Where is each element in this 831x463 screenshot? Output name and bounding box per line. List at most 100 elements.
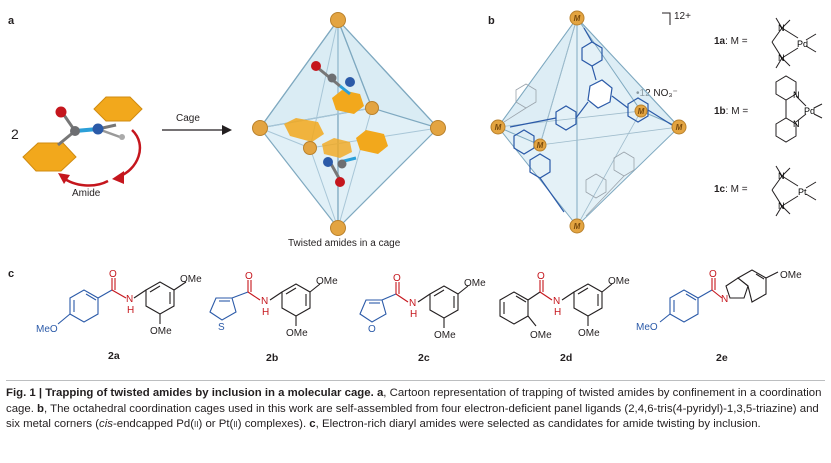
2c-label-ome-ortho: OMe [434,330,456,341]
panel-c-letter: c [8,268,15,280]
corner-label-left: M [495,123,502,132]
cage-corner-top [330,12,346,28]
trapped-oxygen-top [311,61,321,71]
corner-label-back: M [638,107,645,116]
2c-label-h: H [410,309,417,320]
compound-2e-structure: O N OMe MeO [636,269,802,333]
2e-label-meo: MeO [636,322,658,333]
compound-2a-label: 2a [108,350,120,362]
right-phenyl-ring [93,96,143,122]
2d-label-ome-ortho-left: OMe [530,330,552,341]
2d-label-ome-ortho-right: OMe [578,328,600,339]
svg-text:N: N [778,53,785,63]
compound-2b-structure: OMe O S N H OMe [209,271,338,339]
2e-label-o: O [709,269,717,280]
2c-label-carbonyl-o: O [393,273,401,284]
metal-corner-bottom [569,218,585,234]
2c-label-furan-o: O [368,324,376,335]
2b-label-o: O [245,271,253,282]
caption-fig-label: Fig. 1 | Trapping of twisted amides by i… [6,387,374,399]
complex-1c: 1c: M = N N Pt [706,160,826,222]
2a-label-meo: MeO [36,324,58,335]
corner-label-right: M [676,123,683,132]
left-phenyl-ring [22,142,77,172]
2a-label-o: O [109,269,117,280]
amide-label: Amide [72,188,101,199]
compound-2c-structure: OMe O O N H OMe [359,273,486,341]
compound-2e-label: 2e [716,352,728,364]
corner-label-top: M [574,14,581,23]
2e-label-n: N [721,294,728,305]
cage-corner-left [252,120,268,136]
complex-1c-structure: N N Pt [771,165,817,217]
compound-2a-structure: OMe O N H OMe MeO [36,269,202,337]
metal-corner-right [671,119,687,135]
2b-label-n: N [261,296,268,307]
corner-label-bottom: M [574,222,581,231]
metal-corner-front [533,138,547,152]
cage-corner-right [430,120,446,136]
svg-text:N: N [778,23,785,33]
complex-1b-structure: N N Pd [775,75,823,143]
cage-corner-bottom [330,220,346,236]
molecule-count-label: 2 [11,126,19,142]
2b-label-s: S [218,322,225,333]
2a-label-n: N [126,294,133,305]
compound-2b-label: 2b [266,352,279,364]
trapped-ring-right [356,130,388,154]
rotation-arrow-bottom-head [58,173,70,184]
figure-caption: Fig. 1 | Trapping of twisted amides by i… [6,387,822,430]
rotation-arrow-right-head [112,171,124,184]
compound-2d-structure: OMe O N H OMe OMe [499,271,630,341]
svg-text:Pd: Pd [804,106,815,116]
compound-2d-label: 2d [560,352,573,364]
2c-label-ome-para: OMe [464,278,486,289]
charge-bracket [662,12,671,25]
cage-charge: 12+ [674,11,691,22]
2d-label-h: H [554,307,561,318]
trapped-nitrogen-bottom [323,157,333,167]
octahedral-cage-structure: M M M M M M [490,10,687,234]
complex-1c-id: 1c [714,184,726,195]
2b-label-ome-para: OMe [316,276,338,287]
metal-corner-left [490,119,506,135]
panel-a-letter: a [8,15,15,27]
svg-text:Pt: Pt [798,187,807,197]
oxygen-atom [55,106,67,118]
complex-1b: 1b: M = N N Pd [706,72,826,152]
amide-cartoon [22,96,143,187]
cage-caption: Twisted amides in a cage [288,238,401,249]
svg-text:N: N [778,171,785,181]
metal-corner-top [569,10,585,26]
cage-cartoon [252,12,446,236]
complex-1a-id: 1a [714,36,726,47]
2e-label-ome: OMe [780,270,802,281]
2d-label-ome-para: OMe [608,276,630,287]
2b-label-h: H [262,307,269,318]
2b-label-ome-ortho: OMe [286,328,308,339]
panel-b-letter: b [488,15,495,27]
counterion-label: •12 NO₃⁻ [636,88,678,99]
nitrogen-atom [92,123,104,135]
complex-1a-structure: N N Pd [771,17,817,69]
trapped-oxygen-bottom [335,177,345,187]
2d-label-n: N [553,296,560,307]
reaction-arrow [162,125,232,135]
2c-label-n: N [409,298,416,309]
svg-text:Pd: Pd [797,39,808,49]
trapped-nitrogen-top [345,77,355,87]
svg-text:N: N [778,201,785,211]
cage-arrow-label: Cage [176,113,200,124]
metal-corner-back [634,104,648,118]
svg-text:N: N [793,119,800,129]
svg-text:N: N [793,90,800,100]
2d-label-o: O [537,271,545,282]
cage-corner-front [303,141,317,155]
2a-label-h: H [127,305,134,316]
complex-1a: 1a: M = N N Pd [706,14,826,72]
complex-1b-id: 1b [714,106,726,117]
rotation-arrow-bottom [61,175,109,187]
corner-label-front: M [537,141,544,150]
cage-corner-back [365,101,379,115]
